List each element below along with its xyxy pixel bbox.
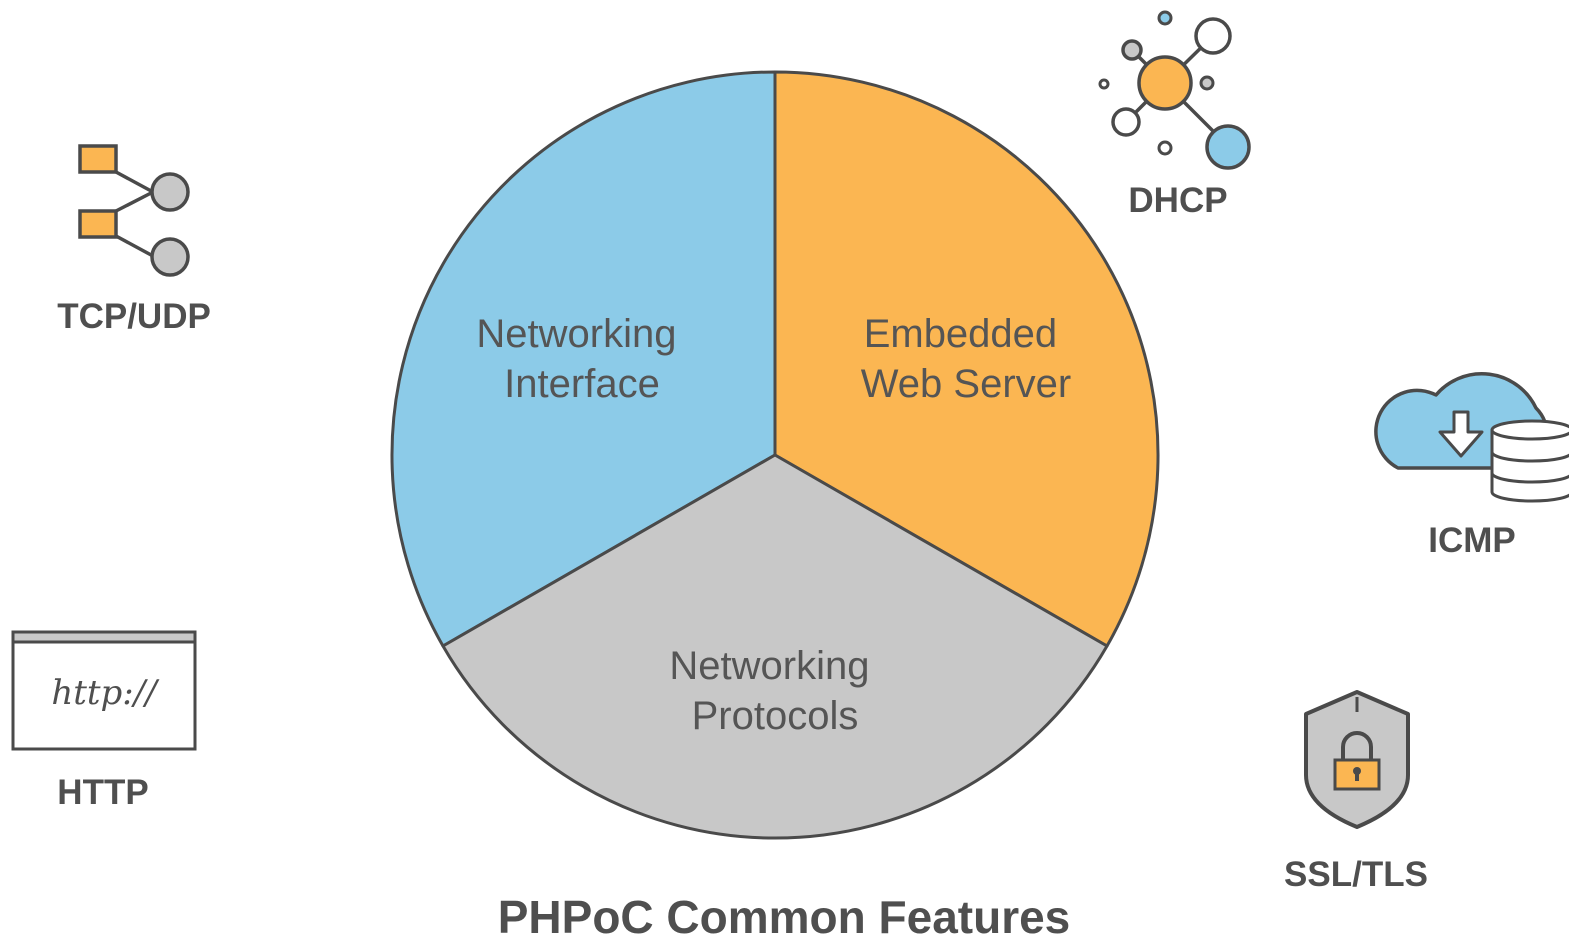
cloud-database-icon [1374, 372, 1569, 503]
tcp-udp-feature: TCP/UDP [57, 144, 211, 336]
dhcp-feature: DHCP [1098, 10, 1251, 220]
ssl-tls-feature: SSL/TLS [1284, 690, 1428, 894]
http-label: HTTP [57, 773, 148, 812]
shield-lock-icon [1304, 690, 1410, 829]
icmp-label: ICMP [1428, 521, 1516, 560]
browser-window-icon: http:// [11, 630, 197, 751]
ssl-tls-label: SSL/TLS [1284, 855, 1428, 894]
dhcp-label: DHCP [1128, 181, 1227, 220]
network-hub-icon [1098, 10, 1251, 170]
tcp-udp-label: TCP/UDP [57, 297, 211, 336]
segment-embedded-web-server [773, 70, 1160, 648]
segment-label-networking-interface: Networking Interface [476, 312, 687, 406]
segment-networking-protocols [441, 453, 1109, 840]
http-feature: http:// HTTP [11, 630, 197, 812]
icmp-feature: ICMP [1374, 372, 1569, 560]
segment-label-networking-protocols: Networking Protocols [669, 644, 880, 738]
segment-label-embedded-web-server: Embedded Web Server [861, 312, 1071, 406]
segment-networking-interface [390, 70, 777, 648]
connection-nodes-icon [78, 144, 190, 277]
diagram-title: PHPoC Common Features [498, 891, 1071, 940]
url-text: http:// [51, 673, 160, 713]
database-icon [1490, 419, 1569, 503]
feature-pie: Networking Interface Embedded Web Server… [390, 70, 1160, 840]
